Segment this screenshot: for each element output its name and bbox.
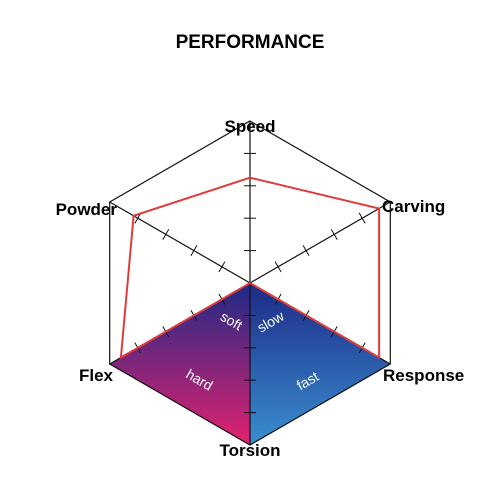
axis-label-powder: Powder <box>56 200 118 219</box>
zone-soft-hard <box>110 283 250 445</box>
tick-powder <box>191 245 197 255</box>
axis-label-torsion: Torsion <box>219 441 280 460</box>
tick-carving <box>331 229 337 239</box>
axis-label-carving: Carving <box>382 197 445 216</box>
tick-carving <box>275 262 281 272</box>
axis-label-response: Response <box>383 366 464 385</box>
spoke-carving <box>250 202 390 283</box>
axis-label-flex: Flex <box>79 366 114 385</box>
axis-label-speed: Speed <box>224 117 275 136</box>
tick-carving <box>359 213 365 223</box>
tick-carving <box>303 245 309 255</box>
tick-powder <box>219 262 225 272</box>
chart-title: PERFORMANCE <box>176 32 325 53</box>
tick-powder <box>163 229 169 239</box>
zone-slow-fast <box>250 283 390 445</box>
